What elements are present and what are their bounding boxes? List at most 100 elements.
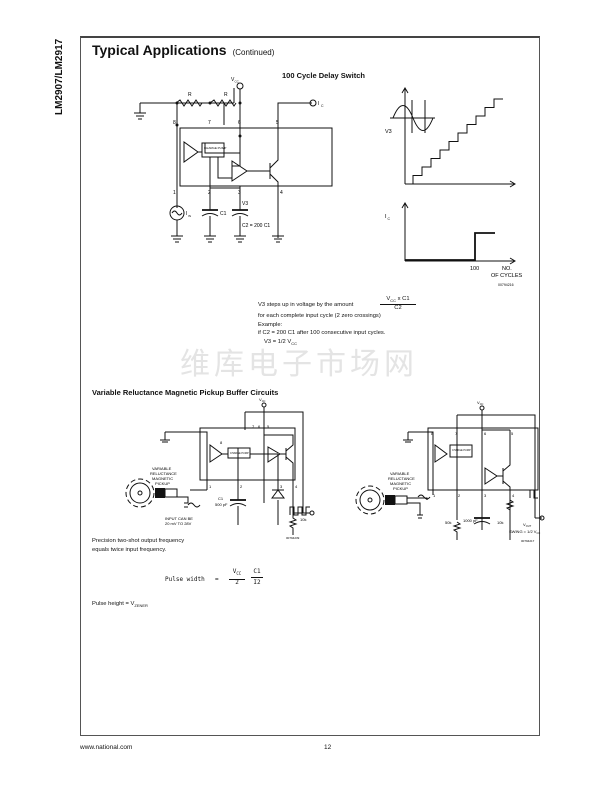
charge-pump-label: CHARGE PUMP (230, 452, 249, 455)
x-tick-100: 100 (470, 266, 479, 272)
num1-sub: CC (236, 571, 242, 577)
figure-id: 00794216 (498, 283, 514, 287)
ph-sub: ZENER (134, 603, 148, 609)
figure-id: 00794239 (286, 536, 300, 540)
c2-label: C2 = 200 C1 (242, 223, 270, 229)
vcc-label: V (477, 400, 480, 405)
graph-ic-label: I (385, 214, 387, 220)
num2: C1 (251, 568, 263, 578)
pickup-label-2: RELUCTANCE (388, 476, 415, 481)
frac-num: V (386, 296, 391, 302)
pin-1: 1 (209, 484, 212, 489)
note-line1: V3 steps up in voltage by the amount (258, 302, 354, 308)
delay-switch-title: 100 Cycle Delay Switch (282, 71, 365, 80)
gear-icon (355, 485, 385, 515)
charge-pump-label: CHARGE PUMP (452, 449, 471, 452)
graph-v3-label: V3 (385, 129, 392, 135)
den2: I2 (253, 579, 261, 586)
delay-note: V3 steps up in voltage by the amount VCC… (258, 296, 488, 348)
pin-6: 6 (258, 424, 261, 429)
c1-label: C1 (220, 211, 227, 217)
swing-sub: CC (537, 531, 541, 535)
ic-sub: C (321, 104, 324, 108)
pin-4: 4 (512, 493, 515, 498)
pickup-label-4: PICKUP (393, 486, 408, 491)
pickup-label-2: RELUCTANCE (150, 471, 177, 476)
pin-7: 7 (455, 431, 458, 436)
vout-sub: OUT (526, 524, 532, 528)
pickup-buffer-schematic-left: V CC CHARGE PUMP 10k C1 500 pF INPUT CAN… (125, 397, 315, 540)
pin-8: 8 (431, 431, 434, 436)
graph-ic-sub: C (388, 217, 391, 221)
note-line4-sub: CC (291, 340, 298, 346)
pw-label: Pulse width (165, 576, 205, 583)
r-10k-label: 10k (300, 517, 306, 522)
frac-num-rest: x C1 (396, 296, 410, 302)
pickup-buffer-schematic-right: V CC CHARGE PUMP 50k 1000 pF 10k V OUT S… (355, 400, 545, 543)
pickup-title: Variable Reluctance Magnetic Pickup Buff… (92, 388, 279, 397)
vout-label: V (523, 522, 526, 527)
pin-7: 7 (208, 120, 211, 126)
pin-5: 5 (511, 431, 514, 436)
frac-den: C2 (394, 305, 402, 311)
note-line2: for each complete input cycle (2 zero cr… (258, 313, 381, 319)
pin-2: 2 (458, 493, 461, 498)
pickup-label-1: VARIABLE (152, 466, 172, 471)
pin-6: 6 (238, 120, 241, 126)
charge-pump-label: CHARGE PUMP (204, 146, 226, 150)
footer-url[interactable]: www.national.com (80, 744, 133, 751)
x-label-2: OF CYCLES (491, 273, 523, 279)
section-title: Typical Applications (Continued) (92, 42, 274, 58)
note-line4: V3 = 1/2 V (264, 338, 292, 345)
pin-7: 7 (252, 424, 255, 429)
pin-3: 3 (484, 493, 487, 498)
vcc-label: V (231, 77, 235, 83)
title-text: Typical Applications (92, 42, 227, 58)
iin-label: I (186, 211, 187, 217)
x-label-1: NO. (502, 266, 512, 272)
part-number: LM2907/LM2917 (54, 38, 65, 115)
pin-6: 6 (484, 431, 487, 436)
continued-label: (Continued) (232, 48, 275, 57)
vcc-sub: CC (262, 399, 266, 403)
page-number: 12 (324, 744, 332, 751)
pin-8: 8 (220, 440, 223, 445)
den1: 2 (235, 579, 239, 586)
c-1000pf-label: 1000 pF (463, 518, 478, 523)
eq-sign: = (215, 576, 219, 583)
v3-staircase (405, 98, 503, 185)
pickup-label-3: MAGNETIC (152, 476, 173, 481)
num1: V (232, 568, 237, 575)
ic-label: I (318, 101, 319, 107)
c1-label: C1 (218, 496, 224, 501)
pin-1: 1 (173, 190, 176, 196)
iin-sub: IN (188, 214, 191, 218)
swing-label: SWING = 1/2 V (509, 529, 537, 534)
ph-text: Pulse height = V (92, 601, 135, 607)
pickup-note: Precision two-shot output frequency equa… (92, 537, 184, 554)
frac-num-sub: CC (390, 298, 397, 304)
input-note-2: 20 mV TO 28V (165, 521, 192, 526)
v3-label: V3 (242, 201, 248, 207)
ic-step (405, 232, 495, 261)
pin-5: 5 (267, 424, 270, 429)
vcc-label: V (259, 397, 262, 402)
pin-8: 8 (173, 120, 176, 126)
note-example: Example: (258, 321, 283, 328)
note-line1: Precision two-shot output frequency (92, 538, 185, 544)
delay-switch-graph: V3 I C 100 NO. OF CYCLES 00794216 (385, 87, 523, 287)
pickup-label-3: MAGNETIC (390, 481, 411, 486)
r-50k-label: 50k (445, 520, 451, 525)
pin-2: 2 (240, 484, 243, 489)
pin-1: 1 (433, 493, 436, 498)
side-label: LM2907/LM2917 (52, 38, 72, 130)
vcc-sub: CC (235, 80, 240, 84)
r1-label: R (188, 92, 192, 98)
r-10k-label: 10k (497, 520, 503, 525)
pulse-height: Pulse height = VZENER (92, 600, 148, 611)
note-line2: equals twice input frequency. (92, 546, 167, 553)
r2-label: R (224, 92, 228, 98)
note-line3: if C2 = 200 C1 after 100 consecutive inp… (258, 330, 386, 336)
